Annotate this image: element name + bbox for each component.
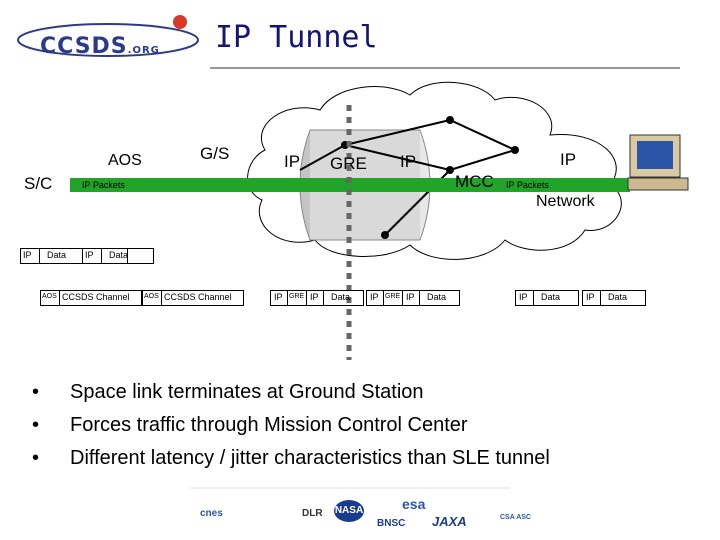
network-label: Network (536, 193, 595, 210)
frame-ip-right-1: IP Data (515, 290, 579, 306)
mcc-label: MCC (455, 172, 494, 191)
computer-icon (627, 134, 689, 191)
bullet-item: Space link terminates at Ground Station (32, 376, 550, 409)
frame-ccsds-channel-2: AOS CCSDS Channel (142, 290, 244, 306)
ccsds-logo: CCSDS.ORG (40, 34, 160, 59)
bullet-item: Forces traffic through Mission Control C… (32, 409, 550, 442)
frame-ip-right-2: IP Data (582, 290, 646, 306)
bullet-item: Different latency / jitter characteristi… (32, 442, 550, 475)
link-bar (70, 178, 630, 192)
frame-gre-2: IP GRE IP Data (366, 290, 460, 306)
aos-label: AOS (108, 152, 142, 169)
frame-sc-ip: IP Data (20, 248, 128, 264)
logo-main: CCSDS (40, 34, 128, 59)
ip-mid-label: IP (400, 152, 417, 171)
ip-left-label: IP (284, 152, 301, 171)
nasa-logo: NASA (334, 500, 364, 522)
packets-right-label: IP Packets (506, 180, 549, 190)
logo-suffix: .ORG (127, 45, 160, 56)
ccsds-logo-graphic (17, 15, 199, 57)
gs-label: G/S (200, 144, 230, 163)
sc-label: S/C (24, 174, 53, 193)
packets-left-label: IP Packets (82, 180, 125, 190)
bullet-list: Space link terminates at Ground Station … (32, 376, 550, 475)
page-title: IP Tunnel (215, 20, 378, 55)
bnsc-logo: BNSC (377, 518, 406, 529)
network-links (299, 119, 516, 236)
cnes-logo: cnes (200, 508, 223, 519)
esa-logo: esa (402, 496, 426, 512)
frame-ccsds-channel-1: AOS CCSDS Channel (40, 290, 142, 306)
jaxa-logo: JAXA (432, 514, 467, 529)
frame-gre-1: IP GRE IP Data (270, 290, 364, 306)
dlr-logo: DLR (302, 508, 323, 519)
ip-right-label: IP (560, 150, 577, 169)
csa-logo: CSA ASC (500, 514, 531, 521)
frame-aos-ip: IP Data (82, 248, 154, 264)
gre-label: GRE (330, 154, 367, 173)
